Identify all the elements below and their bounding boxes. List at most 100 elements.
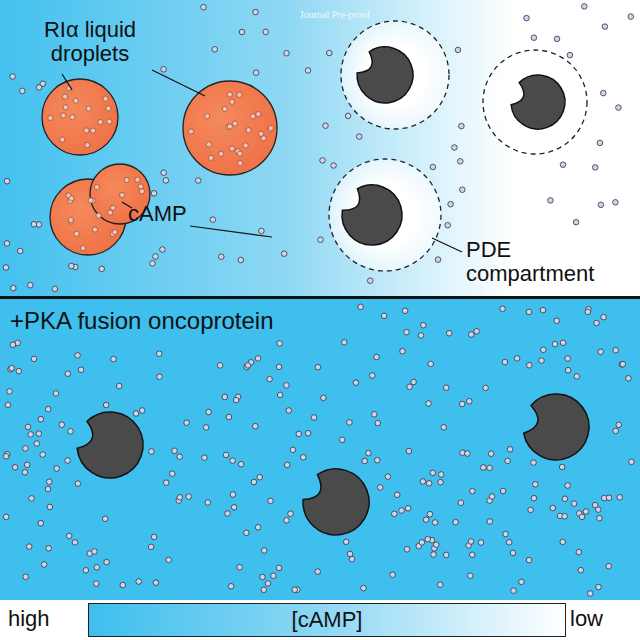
camp-dot xyxy=(560,162,566,168)
camp-dot xyxy=(425,536,431,542)
camp-dot xyxy=(602,24,608,30)
camp-dot xyxy=(597,515,603,521)
camp-dot xyxy=(597,140,603,146)
camp-dot xyxy=(34,441,40,447)
camp-dot xyxy=(601,314,607,320)
camp-dot xyxy=(613,200,619,206)
camp-dot xyxy=(598,349,604,355)
camp-dot xyxy=(531,35,537,41)
camp-dot xyxy=(613,347,619,353)
camp-dot xyxy=(28,282,34,288)
camp-dot xyxy=(203,425,209,431)
camp-dot xyxy=(362,458,368,464)
camp-dot xyxy=(554,318,560,324)
pde-enzyme xyxy=(524,394,589,460)
camp-dot xyxy=(411,379,417,385)
camp-dot xyxy=(385,474,391,480)
camp-dot xyxy=(438,479,444,485)
camp-dot xyxy=(290,447,296,453)
camp-dot xyxy=(573,219,579,225)
camp-dot xyxy=(347,420,353,426)
camp-dot xyxy=(366,450,372,456)
camp-dot xyxy=(323,123,329,129)
camp-dot xyxy=(343,539,349,545)
camp-dot xyxy=(284,50,290,56)
camp-dot xyxy=(268,125,273,130)
camp-dot xyxy=(85,143,90,148)
legend-ground xyxy=(0,600,640,640)
camp-dot xyxy=(230,492,236,498)
camp-dot xyxy=(170,471,176,477)
camp-dot xyxy=(437,582,443,588)
camp-dot xyxy=(184,420,190,426)
camp-dot xyxy=(613,428,619,434)
camp-dot xyxy=(41,562,47,568)
camp-dot xyxy=(217,363,223,369)
camp-dot xyxy=(438,472,444,478)
camp-dot xyxy=(514,356,520,362)
camp-dot xyxy=(540,307,546,313)
pde-enzyme xyxy=(303,469,369,535)
camp-dot xyxy=(465,451,471,457)
camp-dot xyxy=(598,202,604,208)
camp-dot xyxy=(53,391,59,397)
camp-dot xyxy=(22,470,28,476)
camp-dot xyxy=(31,356,37,362)
camp-dot xyxy=(172,448,178,454)
camp-dot xyxy=(574,374,580,380)
camp-dot xyxy=(458,500,464,506)
camp-dot xyxy=(500,488,506,494)
camp-dot xyxy=(255,525,261,531)
camp-dot xyxy=(620,361,626,367)
camp-dot xyxy=(548,198,554,204)
camp-dot xyxy=(228,584,234,590)
camp-dot xyxy=(38,416,44,422)
camp-dot xyxy=(72,540,78,546)
camp-dot xyxy=(219,254,225,260)
camp-dot xyxy=(177,495,183,501)
camp-dot xyxy=(29,496,35,502)
camp-dot xyxy=(26,544,32,550)
camp-dot xyxy=(510,550,516,556)
camp-dot xyxy=(489,494,495,500)
camp-dot xyxy=(399,508,405,514)
camp-dot xyxy=(277,341,283,347)
camp-dot xyxy=(592,165,598,171)
camp-dot xyxy=(20,88,26,94)
camp-dot xyxy=(161,170,167,176)
camp-dot xyxy=(296,431,302,437)
camp-dot xyxy=(46,546,52,552)
camp-dot xyxy=(507,447,513,453)
camp-dot xyxy=(353,380,359,386)
panel-heading: +PKA fusion oncoprotein xyxy=(10,307,274,335)
camp-dot xyxy=(96,213,101,218)
camp-dot xyxy=(237,92,242,97)
camp-dot xyxy=(69,196,74,201)
camp-dot xyxy=(311,415,317,421)
camp-dot xyxy=(149,449,155,455)
camp-dot xyxy=(136,579,142,585)
camp-dot xyxy=(151,534,157,540)
camp-dot xyxy=(4,178,10,184)
camp-dot xyxy=(256,112,261,117)
camp-dot xyxy=(418,333,424,339)
pka-panel: +PKA fusion oncoprotein xyxy=(0,299,640,599)
camp-label: cAMP xyxy=(128,202,198,226)
camp-dot xyxy=(54,466,60,472)
camp-dot xyxy=(73,98,78,103)
camp-dot xyxy=(400,348,406,354)
camp-dot xyxy=(45,486,51,492)
camp-dot xyxy=(441,425,447,431)
camp-dot xyxy=(370,373,376,379)
legend-high: high xyxy=(8,607,86,631)
camp-dot xyxy=(349,556,355,562)
camp-dot xyxy=(619,362,625,368)
camp-dot xyxy=(201,4,207,10)
camp-dot xyxy=(315,569,321,575)
camp-dot xyxy=(511,588,517,594)
camp-dot xyxy=(230,146,235,151)
camp-dot xyxy=(86,106,91,111)
camp-dot xyxy=(284,518,290,524)
camp-dot xyxy=(74,231,79,236)
camp-dot xyxy=(124,177,129,182)
